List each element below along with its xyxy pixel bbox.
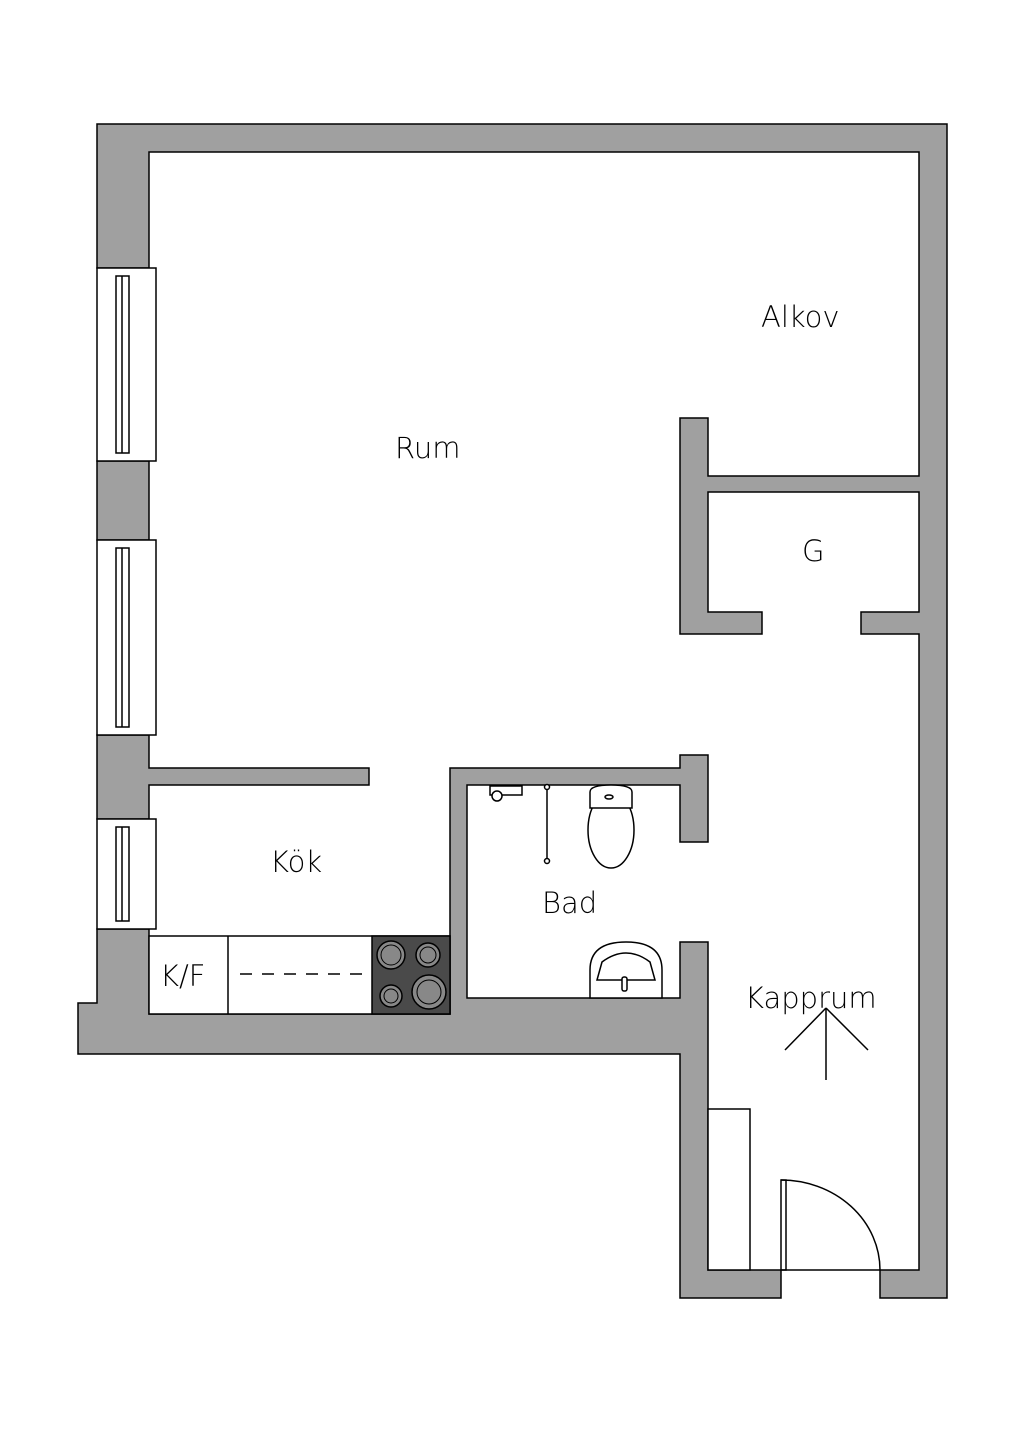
wall-kitchen-partition bbox=[96, 734, 370, 820]
room-label-kok: Kök bbox=[270, 845, 322, 879]
wardrobe bbox=[707, 1108, 751, 1271]
wall-left-middle bbox=[96, 460, 150, 541]
room-label-g: G bbox=[802, 534, 824, 568]
entrance-door[interactable] bbox=[780, 1179, 881, 1271]
room-label-rum: Rum bbox=[395, 431, 460, 465]
label-kf: K/F bbox=[160, 959, 205, 993]
room-label-bad: Bad bbox=[542, 886, 597, 920]
sink-icon bbox=[589, 941, 663, 999]
window-2 bbox=[96, 539, 157, 736]
stove bbox=[371, 935, 451, 1015]
shower-tap-icon bbox=[489, 785, 523, 802]
room-label-alkov: Alkov bbox=[761, 300, 840, 334]
entrance-arrow-icon bbox=[784, 1007, 869, 1080]
shower-rail bbox=[543, 783, 551, 865]
window-1 bbox=[96, 267, 157, 462]
room-label-kapprum: Kapprum bbox=[745, 981, 877, 1015]
window-3 bbox=[96, 818, 157, 930]
toilet-icon bbox=[587, 784, 635, 869]
wall-bottom-bathroom bbox=[77, 754, 782, 1299]
